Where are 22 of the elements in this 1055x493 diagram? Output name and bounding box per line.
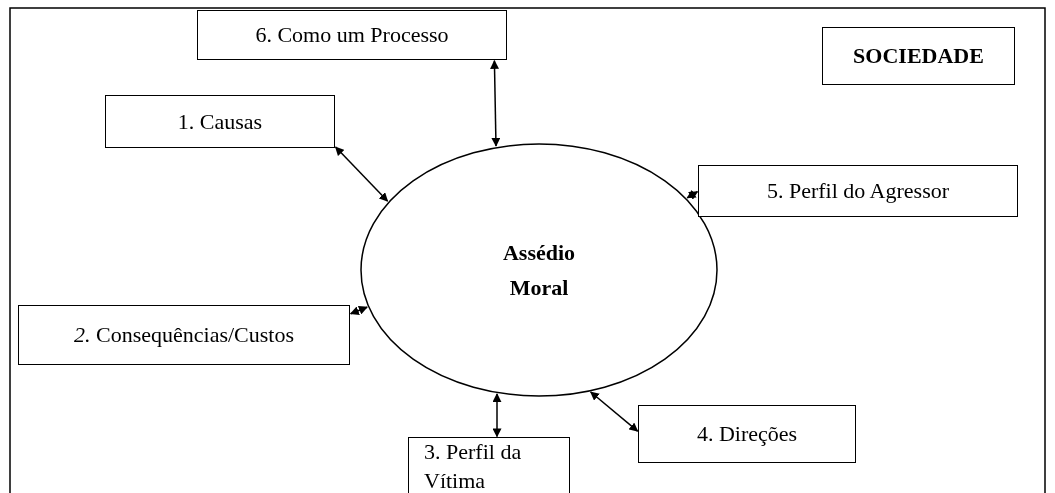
box-label: 6. Como um Processo [255, 22, 449, 48]
box-label: 4. Direções [696, 421, 798, 447]
box-label: 3. Perfil da Vítima [424, 438, 523, 493]
box-label: 5. Perfil do Agressor [766, 178, 950, 204]
topic-box [105, 95, 335, 148]
topic-box [408, 437, 570, 493]
topic-box [638, 405, 856, 463]
box-label: SOCIEDADE [853, 43, 984, 69]
box-label: 2. Consequências/Custos [74, 322, 294, 348]
box-label: 1. Causas [177, 108, 263, 135]
central-ellipse [360, 143, 718, 397]
central-label: Assédio Moral [501, 238, 577, 302]
double-arrow [334, 146, 389, 202]
topic-box [197, 10, 507, 60]
double-arrow [349, 306, 368, 315]
double-arrow [490, 59, 501, 147]
double-arrow [589, 391, 639, 432]
double-arrow [686, 189, 699, 200]
topic-box [698, 165, 1018, 217]
double-arrow [492, 393, 502, 438]
topic-box [18, 305, 350, 365]
society-box [822, 27, 1015, 85]
